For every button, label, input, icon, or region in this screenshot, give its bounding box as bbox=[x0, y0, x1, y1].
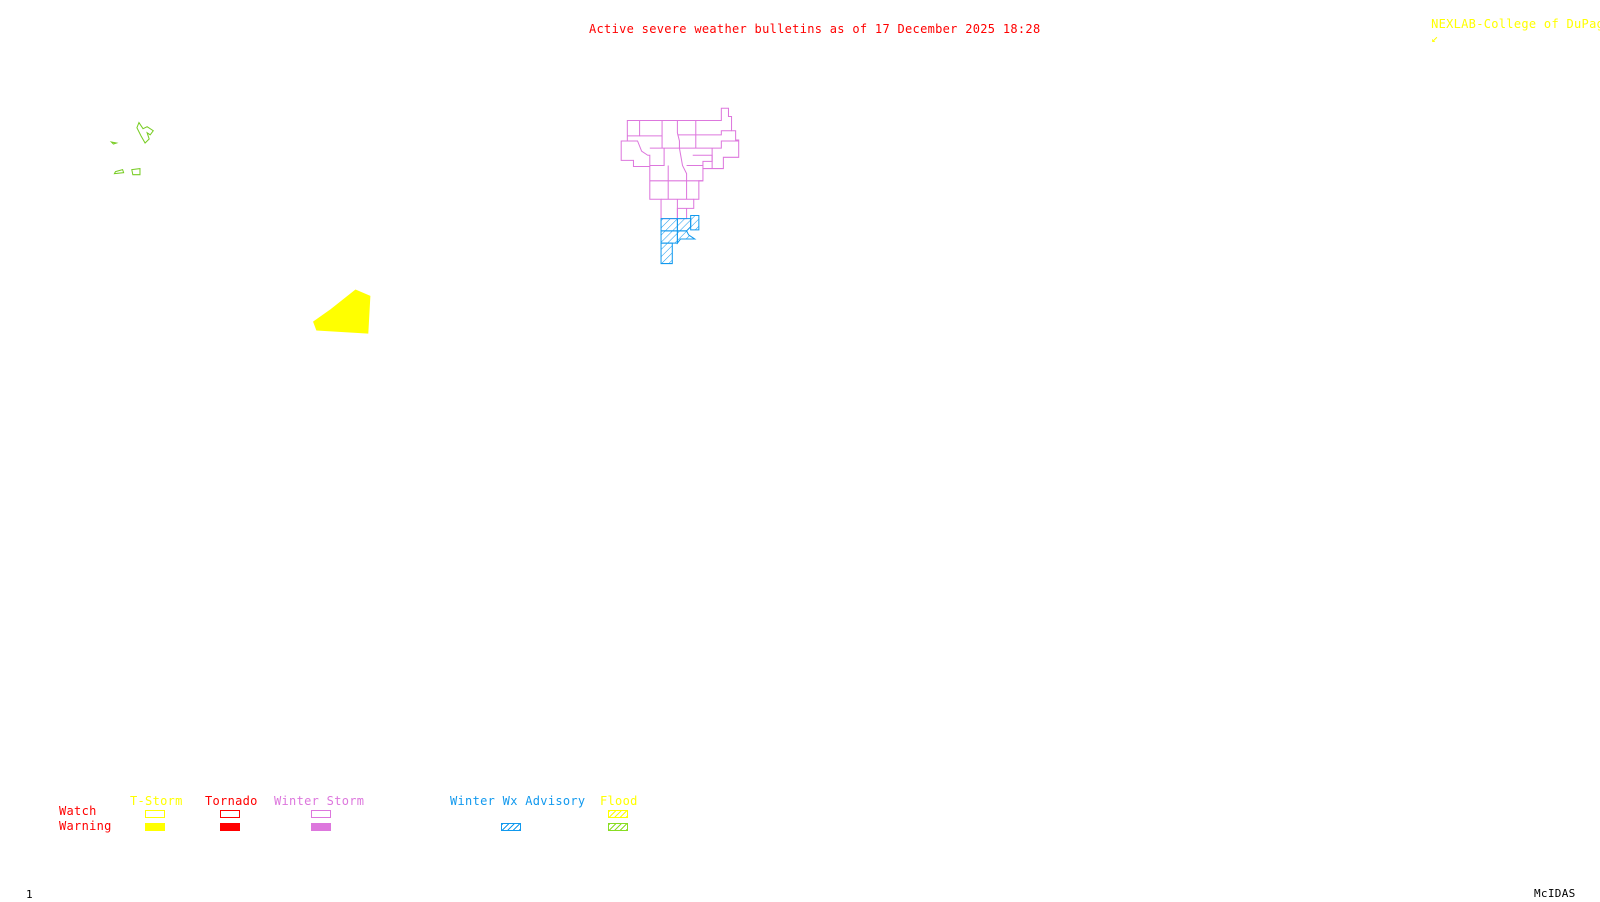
legend-col-flood: Flood bbox=[600, 794, 638, 808]
legend-col-tstorm: T-Storm bbox=[130, 794, 183, 808]
legend-col-winter-advisory: Winter Wx Advisory bbox=[450, 794, 586, 808]
winter-weather-advisory-counties bbox=[660, 215, 700, 265]
legend-flood-watch-swatch bbox=[608, 810, 628, 818]
legend-row-label-warning: Warning bbox=[59, 819, 112, 833]
legend-tornado-watch-swatch bbox=[220, 810, 240, 818]
tstorm-warning-area bbox=[313, 289, 371, 334]
flood-warning-areas bbox=[109, 121, 154, 176]
map-title: Active severe weather bulletins as of 17… bbox=[589, 22, 1041, 36]
winter-storm-warning-counties bbox=[620, 107, 740, 220]
legend-winter-advisory-swatch bbox=[501, 823, 521, 831]
legend-flood-warning-swatch bbox=[608, 823, 628, 831]
legend-winter-storm-watch-swatch bbox=[311, 810, 331, 818]
legend-winter-storm-warning-swatch bbox=[311, 823, 331, 831]
software-label: McIDAS bbox=[1534, 887, 1576, 900]
legend-col-tornado: Tornado bbox=[205, 794, 258, 808]
credit-text: NEXLAB-College of DuPage bbox=[1431, 17, 1600, 31]
credit-label: NEXLAB-College of DuPage ↙ bbox=[1416, 3, 1600, 45]
frame-number: 1 bbox=[26, 888, 33, 901]
legend-tstorm-watch-swatch bbox=[145, 810, 165, 818]
legend-row-label-watch: Watch bbox=[59, 804, 97, 818]
legend-tstorm-warning-swatch bbox=[145, 823, 165, 831]
nexlab-logo-icon: ↙ bbox=[1431, 31, 1439, 45]
legend-col-winter-storm: Winter Storm bbox=[274, 794, 365, 808]
legend-tornado-warning-swatch bbox=[220, 823, 240, 831]
